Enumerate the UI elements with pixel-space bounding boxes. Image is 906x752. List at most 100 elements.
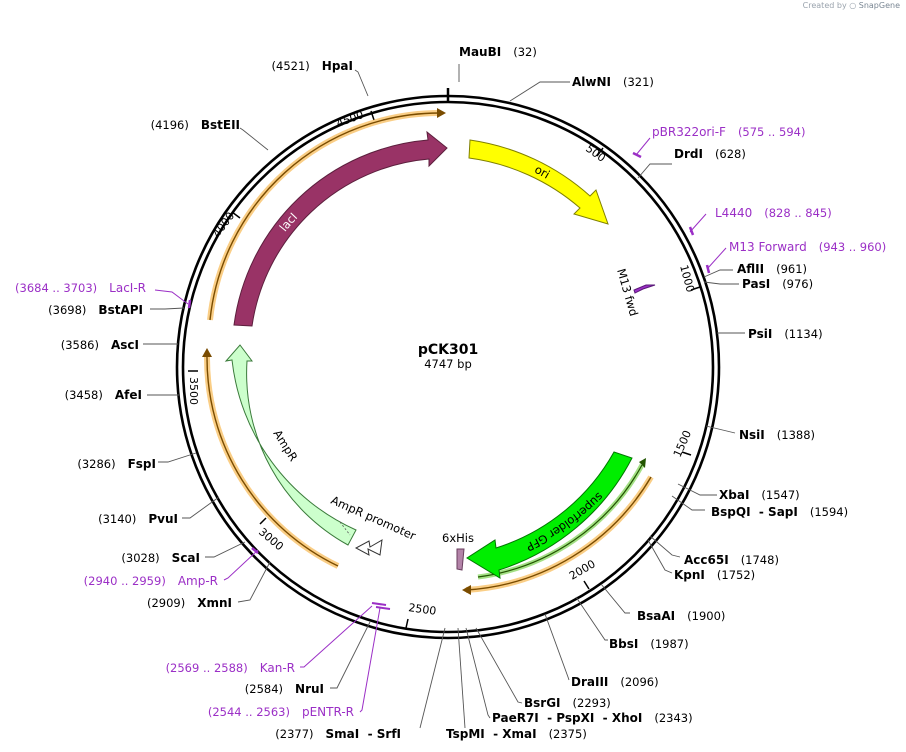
enzyme-position: (976) — [782, 277, 813, 291]
primer-mark — [251, 547, 259, 554]
feature-ampr-arrow — [224, 344, 357, 546]
enzyme-site[interactable]: (3140)PvuI — [98, 512, 178, 526]
orange-arc-3-line — [209, 112, 441, 321]
enzyme-position: (321) — [623, 75, 654, 89]
leader-line — [647, 539, 673, 574]
enzyme-position: (2377) — [275, 727, 313, 741]
enzyme-site[interactable]: DrdI(628) — [674, 147, 746, 161]
enzyme-labels: MauBI(32) AlwNI(321) DrdI(628) AflII(961… — [48, 45, 848, 741]
enzyme-name: PaeR7I - PspXI - XhoI — [492, 711, 642, 725]
primer-range: (575 .. 594) — [738, 125, 806, 139]
enzyme-site[interactable]: AflII(961) — [737, 262, 807, 276]
enzyme-site[interactable]: NsiI(1388) — [739, 428, 815, 442]
enzyme-position: (3286) — [77, 457, 115, 471]
orange-arc-2-arrowhead — [202, 348, 212, 357]
primer-site[interactable]: (2940 .. 2959)Amp-R — [84, 574, 218, 588]
feature-lacI-arrow — [233, 130, 448, 327]
enzyme-site[interactable]: (3458)AfeI — [65, 388, 142, 402]
primer-name: L4440 — [715, 206, 752, 220]
leader-line — [671, 495, 705, 511]
primer-leader — [635, 137, 651, 156]
enzyme-site[interactable]: (3586)AscI — [61, 338, 139, 352]
tick-mark — [405, 618, 409, 629]
enzyme-site[interactable]: (2909)XmnI — [147, 596, 232, 610]
enzyme-site[interactable]: PsiI(1134) — [748, 327, 823, 341]
enzyme-site[interactable]: (2377)SmaI - SrfI — [275, 727, 401, 741]
enzyme-site[interactable]: BsaAI (1900) — [637, 609, 725, 623]
primer-mark — [375, 606, 391, 610]
enzyme-site[interactable]: TspMI - XmaI(2375) — [446, 727, 587, 741]
enzyme-site[interactable]: BspQI - SapI(1594) — [711, 505, 848, 519]
enzyme-name: NsiI — [739, 428, 765, 442]
feature-m13-fwd-arrow — [633, 284, 656, 294]
primer-mark — [688, 226, 695, 236]
leader-line — [677, 483, 717, 496]
leader-line — [205, 541, 246, 558]
leader-line — [600, 583, 630, 614]
enzyme-position: (3028) — [121, 551, 159, 565]
credit-brand: SnapGene — [858, 1, 900, 10]
enzyme-name: NruI — [295, 682, 324, 696]
primer-site[interactable]: L4440(828 .. 845) — [715, 206, 832, 220]
primer-site[interactable]: (2569 .. 2588)Kan-R — [166, 661, 295, 675]
leader-line — [705, 425, 736, 434]
feature-gfp-arrow — [466, 451, 633, 579]
enzyme-position: (1987) — [650, 637, 688, 651]
enzyme-name: Acc65I — [684, 553, 729, 567]
leader-line — [475, 627, 523, 704]
primer-site[interactable]: (3684 .. 3703) LacI-R — [15, 281, 146, 295]
feature-6xhis-arrow — [456, 548, 465, 571]
primer-leader — [689, 213, 707, 233]
enzyme-position: (2584) — [245, 682, 283, 696]
leader-line — [544, 613, 570, 681]
leader-line — [465, 627, 491, 719]
enzyme-site[interactable]: (2584) NruI — [245, 682, 324, 696]
enzyme-position: (3458) — [65, 388, 103, 402]
primer-site[interactable]: M13 Forward(943 .. 960) — [729, 240, 886, 254]
primer-name: pBR322ori-F — [652, 125, 726, 139]
enzyme-name: BsaAI — [637, 609, 675, 623]
enzyme-site[interactable]: (4196)BstEII — [151, 118, 240, 132]
enzyme-site[interactable]: PasI(976) — [742, 277, 813, 291]
enzyme-leaders — [143, 64, 745, 729]
primer-site[interactable]: (2544 .. 2563)pENTR-R — [208, 705, 354, 719]
enzyme-site[interactable]: (4521)HpaI — [272, 59, 353, 73]
enzyme-site[interactable]: DraIII(2096) — [571, 675, 659, 689]
enzyme-site[interactable]: PaeR7I - PspXI - XhoI(2343) — [492, 711, 693, 725]
leader-line — [158, 452, 197, 463]
enzyme-position: (4521) — [272, 59, 310, 73]
enzyme-site[interactable]: MauBI(32) — [459, 45, 537, 59]
enzyme-position: (1547) — [761, 488, 799, 502]
enzyme-site[interactable]: BsrGI(2293) — [524, 696, 611, 710]
enzyme-name: BstAPI — [98, 303, 143, 317]
enzyme-site[interactable]: (3028)ScaI — [121, 551, 200, 565]
backbone — [175, 88, 721, 640]
enzyme-name: BbsI — [609, 637, 638, 651]
tick-mark — [596, 147, 604, 157]
enzyme-site[interactable]: XbaI (1547) — [719, 488, 800, 502]
tick-mark — [370, 110, 375, 121]
leader-line — [637, 163, 672, 179]
enzyme-site[interactable]: (3286)FspI — [77, 457, 156, 471]
enzyme-position: (1900) — [687, 609, 725, 623]
enzyme-site[interactable]: BbsI (1987) — [609, 637, 689, 651]
primer-site[interactable]: pBR322ori-F (575 .. 594) — [652, 125, 805, 139]
enzyme-name: BsrGI — [524, 696, 561, 710]
primer-name: LacI-R — [109, 281, 146, 295]
primer-range: (943 .. 960) — [819, 240, 887, 254]
primer-range: (3684 .. 3703) — [15, 281, 97, 295]
enzyme-name: DrdI — [674, 147, 703, 161]
tick-mark — [690, 286, 701, 291]
enzyme-site[interactable]: KpnI(1752) — [674, 568, 755, 582]
enzyme-name: TspMI - XmaI — [446, 727, 537, 741]
enzyme-name: XbaI — [719, 488, 749, 502]
enzyme-site[interactable]: Acc65I(1748) — [684, 553, 779, 567]
enzyme-position: (2909) — [147, 596, 185, 610]
orange-arc-1-line — [465, 476, 652, 591]
plasmid-length: 4747 bp — [424, 357, 472, 371]
enzyme-site[interactable]: (3698)BstAPI — [48, 303, 143, 317]
primer-range: (2544 .. 2563) — [208, 705, 290, 719]
enzyme-name: AflII — [737, 262, 764, 276]
enzyme-site[interactable]: AlwNI(321) — [572, 75, 654, 89]
enzyme-name: BstEII — [201, 118, 240, 132]
